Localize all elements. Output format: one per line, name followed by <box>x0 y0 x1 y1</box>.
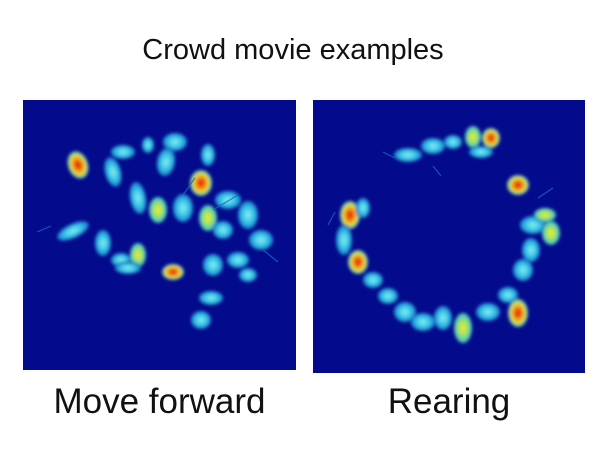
animal-blob <box>420 137 446 155</box>
animal-blob <box>238 267 258 283</box>
animal-blob <box>198 290 224 306</box>
heatmap-panel-rearing <box>313 100 585 373</box>
animal-blob <box>497 286 519 304</box>
animal-blob <box>161 263 185 281</box>
animal-blob <box>377 287 399 305</box>
figure-title: Crowd movie examples <box>142 34 444 66</box>
heatmap-panel-move-forward <box>23 100 296 370</box>
animal-blob <box>433 305 453 331</box>
animal-blob <box>114 261 142 275</box>
animal-blob <box>141 136 155 154</box>
animal-blob <box>212 220 234 240</box>
animal-blob <box>541 220 561 246</box>
animal-blob <box>453 312 473 344</box>
animal-blob <box>237 200 259 230</box>
animal-blob <box>110 144 136 160</box>
animal-blob <box>393 147 423 163</box>
animal-blob <box>464 125 482 149</box>
animal-blob <box>172 193 194 223</box>
animal-blob <box>226 251 250 269</box>
animal-blob <box>355 197 371 219</box>
animal-blob <box>335 224 353 256</box>
animal-blob <box>468 145 494 159</box>
caption-rearing: Rearing <box>387 382 511 421</box>
animal-blob <box>94 229 112 257</box>
animal-blob <box>156 147 176 177</box>
animal-blob <box>507 298 529 328</box>
animal-blob <box>190 310 212 330</box>
animal-blob <box>200 143 216 167</box>
animal-blob <box>521 237 541 263</box>
animal-blob <box>347 249 369 275</box>
animal-blob <box>512 258 534 282</box>
animal-blob <box>475 302 501 322</box>
animal-blob <box>410 312 436 332</box>
animal-blob <box>129 181 147 215</box>
animal-blob <box>198 204 218 232</box>
crowd-heatmap-move-forward <box>36 132 279 330</box>
animal-blob <box>506 174 530 196</box>
animal-blob <box>202 253 224 277</box>
animal-blob <box>362 271 384 289</box>
animal-blob <box>443 134 463 150</box>
animal-blob <box>56 220 90 242</box>
animal-blob <box>533 207 557 223</box>
animal-blob <box>393 301 417 323</box>
animal-blob <box>66 150 90 180</box>
animal-blob <box>162 132 188 152</box>
crowd-heatmap-rearing <box>327 125 561 344</box>
caption-move-forward: Move forward <box>53 382 266 421</box>
animal-blob <box>148 196 168 224</box>
animal-blob <box>189 169 213 197</box>
animal-blob <box>248 229 274 251</box>
animal-blob <box>103 156 123 188</box>
animal-blob <box>481 127 501 149</box>
